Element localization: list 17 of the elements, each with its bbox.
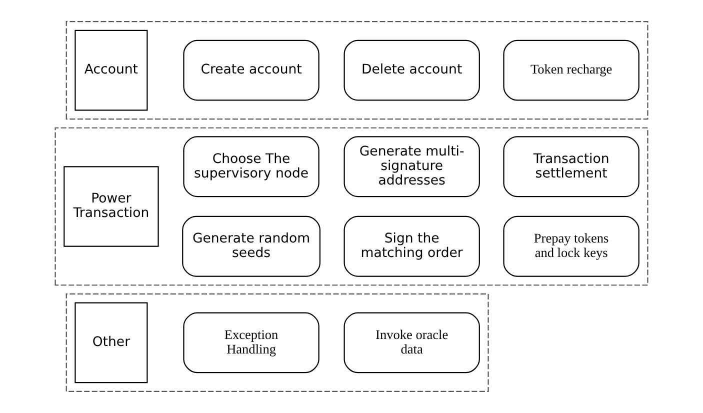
node-box: Transaction settlement — [503, 136, 640, 198]
node-box: Prepay tokens and lock keys — [503, 216, 640, 277]
node-box: Token recharge — [503, 40, 640, 101]
cluster — [66, 293, 489, 392]
node-box: Account — [74, 30, 148, 111]
node-box: Delete account — [344, 40, 480, 101]
cluster — [54, 127, 648, 286]
cluster — [66, 21, 648, 120]
node-box: Create account — [183, 40, 320, 101]
node-box: Sign the matching order — [344, 216, 480, 277]
node-box: Generate multi-signature addresses — [344, 136, 480, 198]
node-box: Other — [74, 302, 148, 384]
node-box: Generate random seeds — [182, 216, 320, 277]
node-box: Choose The supervisory node — [183, 136, 320, 198]
node-box: Exception Handling — [183, 312, 320, 374]
node-box: Invoke oracle data — [344, 312, 480, 374]
node-box: Power Transaction — [64, 166, 159, 247]
